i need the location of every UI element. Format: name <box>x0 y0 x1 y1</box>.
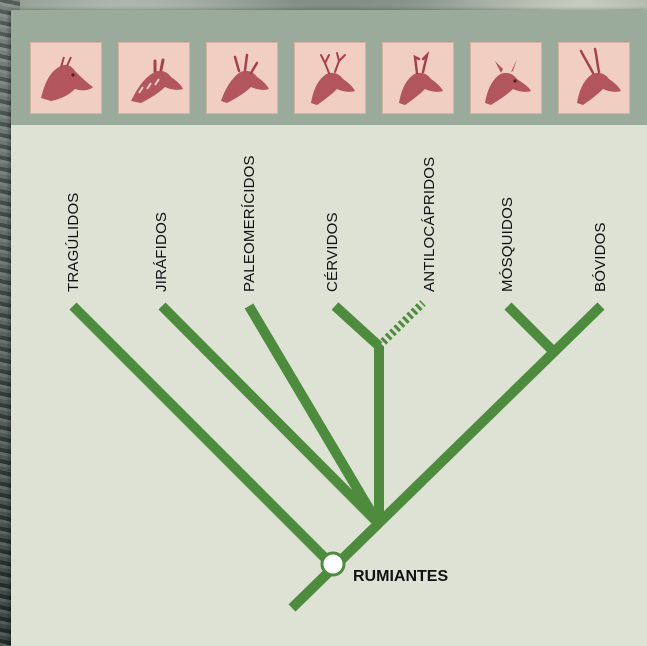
taxon-label-jirafidos: JIRÁFIDOS <box>153 212 170 292</box>
taxon-label-paleomericidos: PALEOMERÍCIDOS <box>241 155 258 292</box>
cladogram: TRAGÚLIDOS JIRÁFIDOS PALEOMERÍCIDOS CÉRV… <box>11 10 647 646</box>
taxon-label-tragulidos: TRAGÚLIDOS <box>65 192 82 292</box>
root-node <box>322 553 344 575</box>
branch-cervidos <box>335 306 379 346</box>
branch-mosquidos <box>508 306 551 349</box>
taxon-label-antilocapridos: ANTILOCÁPRIDOS <box>421 157 438 292</box>
taxon-label-mosquidos: MÓSQUIDOS <box>499 197 516 292</box>
taxon-label-bovidos: BÓVIDOS <box>592 222 609 292</box>
branch-antilocapridos-dashed <box>379 303 423 346</box>
root-label: RUMIANTES <box>353 568 448 585</box>
cladogram-panel: TRAGÚLIDOS JIRÁFIDOS PALEOMERÍCIDOS CÉRV… <box>11 10 647 646</box>
taxon-label-cervidos: CÉRVIDOS <box>324 212 341 292</box>
